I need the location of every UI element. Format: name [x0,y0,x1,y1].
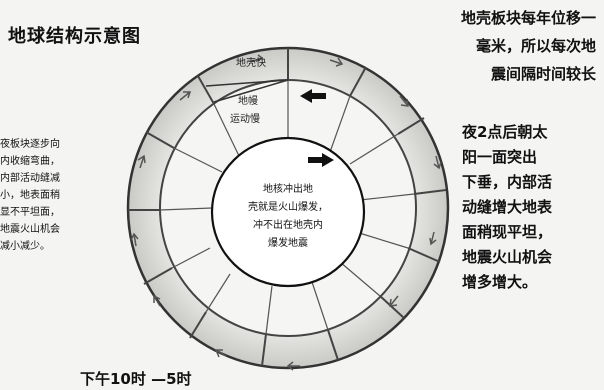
pointer-arrow-mantle [300,89,326,103]
crust-label: 地壳快 [236,56,266,69]
crust-plate-lines [128,48,447,367]
mantle-box [205,79,289,103]
core-label-line: 壳就是火山爆发， [248,200,328,213]
left-note: 夜板块逐步向 内收缩弯曲， 内部活动缝减 小，地表面稍 显不平坦面， 地震火山机… [0,139,60,252]
core-label-line: 冲不出在地壳内 [253,218,323,231]
bottom-note: 下午10时 —5时 [80,370,192,388]
core-label-line: 地核冲出地 [263,182,313,195]
diagram-title: 地球结构示意图 [8,26,141,47]
right-note: 夜2点后朝太 阳一面突出 下垂，内部活 动缝增大地表 面稍现平坦， 地震火山机会… [462,123,553,291]
mantle-section-lines [159,80,415,335]
mantle-label-line1: 地幔 [238,94,258,107]
mantle-label-line2: 运动慢 [230,113,260,125]
core-label-line: 爆发地震 [268,236,308,249]
top-right-note: 地壳板块每年位移一 毫米，所以每次地 震间隔时间较长 [460,9,596,83]
core-ellipse [210,136,366,288]
crust-motion-arrows [130,54,442,371]
pointer-arrow-core [308,153,334,167]
